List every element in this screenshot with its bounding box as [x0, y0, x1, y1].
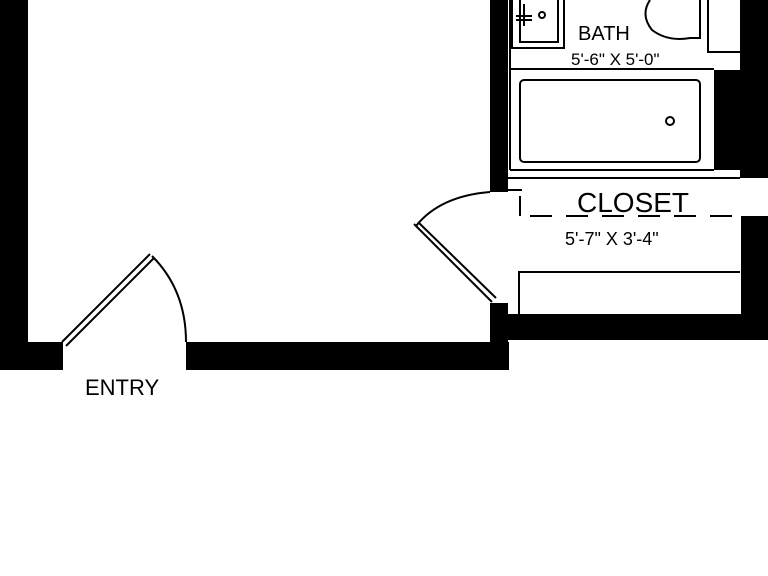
closet-elements	[508, 177, 740, 314]
closet-shelf	[518, 271, 740, 314]
bathtub	[519, 79, 701, 163]
walls	[0, 0, 768, 370]
wall-bottom-left-stub	[0, 342, 63, 370]
tub-drain	[665, 116, 675, 126]
wall-bath-right	[740, 0, 768, 178]
closet-door	[413, 191, 497, 303]
toilet	[644, 0, 740, 53]
wall-closet-bottom	[508, 314, 768, 340]
closet-door-swing-arc	[415, 191, 491, 227]
bath-dimensions-label: 5'-6" X 5'-0"	[571, 50, 660, 69]
closet-name-label: CLOSET	[577, 187, 689, 218]
closet-door-leaf-b	[417, 221, 497, 299]
bath-name-label: BATH	[578, 23, 630, 45]
wall-right-upper	[490, 0, 508, 192]
wall-bottom-right	[186, 342, 509, 370]
closet-dimensions-label: 5'-7" X 3'-4"	[565, 229, 659, 249]
wall-closet-right	[741, 216, 768, 340]
entry-door-leaf-a	[61, 253, 151, 343]
entry-door-swing-arc	[151, 255, 187, 343]
wall-bath-mid	[714, 70, 740, 170]
entry-door	[61, 253, 187, 347]
entry-door-leaf-b	[65, 257, 155, 347]
sink	[511, 0, 565, 49]
entry-label: ENTRY	[85, 375, 159, 400]
bath-fixtures	[509, 0, 740, 171]
wall-right-lower	[490, 303, 508, 370]
wall-left	[0, 0, 28, 370]
closet-door-leaf-a	[413, 223, 493, 303]
